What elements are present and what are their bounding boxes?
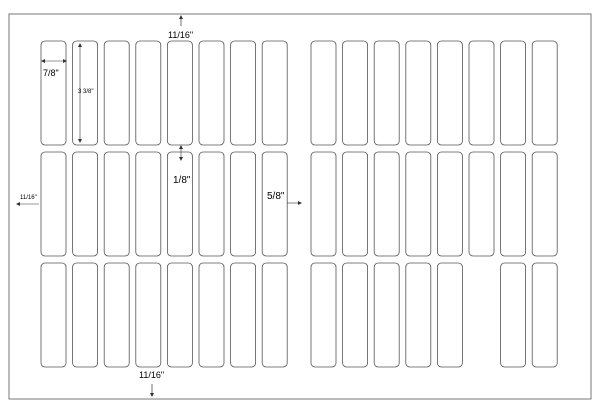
label-cell: [40, 40, 67, 146]
label-cell: [468, 151, 495, 257]
top-margin-label: 11/16": [168, 30, 193, 40]
label-cell: [531, 40, 558, 146]
label-width-label: 7/8": [43, 68, 59, 78]
label-height-marker: 3 3/8": [78, 43, 93, 143]
label-cell: [198, 151, 225, 257]
label-cell: [342, 40, 369, 146]
label-cell: [198, 262, 225, 368]
label-cell: [261, 151, 288, 257]
label-cell: [103, 151, 130, 257]
block-gap-marker: 5/8": [267, 191, 302, 205]
label-cell: [72, 40, 98, 146]
left-margin-label: 11/16": [20, 195, 37, 201]
label-cell: [342, 262, 369, 368]
label-cell: [405, 151, 432, 257]
label-cell: [436, 151, 463, 257]
label-cell: [103, 40, 130, 146]
label-cell: [40, 262, 67, 368]
label-cell: [342, 151, 369, 257]
label-cell: [405, 262, 432, 368]
label-grid: [40, 40, 558, 368]
label-cell: [230, 262, 257, 368]
label-cell: [500, 262, 527, 368]
label-cell: [135, 262, 162, 368]
block-gap-label: 5/8": [267, 191, 285, 202]
label-cell: [436, 40, 463, 146]
label-height-label: 3 3/8": [78, 89, 93, 95]
label-cell: [40, 151, 67, 257]
label-cell: [405, 40, 432, 146]
label-cell: [103, 262, 130, 368]
label-cell: [72, 262, 98, 368]
label-cell: [230, 151, 257, 257]
label-cell: [261, 40, 288, 146]
label-cell: [310, 151, 337, 257]
label-cell: [135, 40, 162, 146]
bottom-margin-marker: 11/16": [139, 370, 164, 397]
label-cell: [166, 40, 193, 146]
label-cell: [373, 40, 400, 146]
bottom-margin-label: 11/16": [139, 370, 164, 380]
label-cell: [198, 40, 225, 146]
label-cell: [310, 40, 337, 146]
label-width-marker: 7/8": [41, 59, 67, 78]
label-cell: [230, 40, 257, 146]
top-margin-marker: 11/16": [168, 15, 193, 40]
row-gap-marker: 1/8": [173, 145, 191, 186]
label-cell: [261, 262, 288, 368]
label-cell: [135, 151, 162, 257]
label-cell: [373, 151, 400, 257]
label-cell: [373, 262, 400, 368]
label-cell: [500, 40, 527, 146]
label-cell: [468, 40, 495, 146]
label-cell: [310, 262, 337, 368]
label-cell: [500, 151, 527, 257]
label-cell: [531, 151, 558, 257]
label-cell: [72, 151, 98, 257]
label-cell: [436, 262, 463, 368]
row-gap-label: 1/8": [173, 175, 191, 186]
label-cell: [166, 151, 193, 257]
label-cell: [166, 262, 193, 368]
left-margin-marker: 11/16": [16, 195, 39, 206]
label-cell: [531, 262, 558, 368]
